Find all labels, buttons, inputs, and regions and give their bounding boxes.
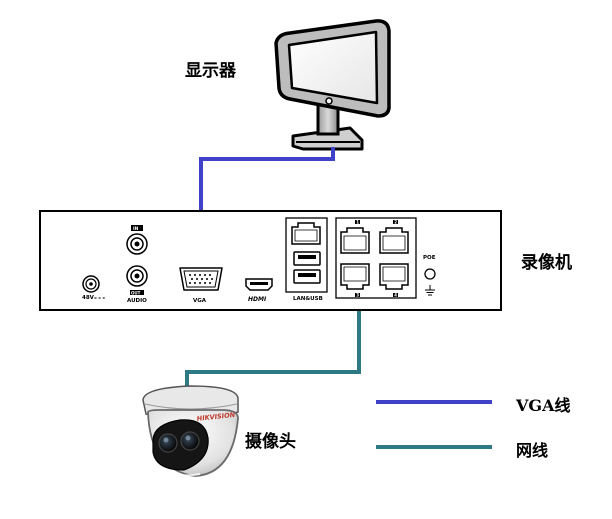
hdmi-port: HDMI xyxy=(245,278,273,303)
poe-ports: 1 2 3 4 xyxy=(335,217,417,299)
dome-camera-icon: HIKVISION xyxy=(142,385,239,477)
poe-port-1 xyxy=(340,227,370,254)
poe-label: POE xyxy=(423,255,436,261)
audio-out-label: OUT xyxy=(131,290,141,295)
audio-in-label: IN xyxy=(133,226,139,232)
poe-port-4 xyxy=(379,263,409,290)
lan-port xyxy=(291,222,321,245)
recorder-label: 录像机 xyxy=(521,253,572,273)
monitor-stand-base xyxy=(291,126,364,151)
poe-port-3-number: 3 xyxy=(356,293,359,298)
poe-port-1-number: 1 xyxy=(356,220,359,225)
usb-port-2 xyxy=(293,269,321,284)
vga-label: VGA xyxy=(193,298,207,304)
camera-lens-housing xyxy=(152,419,209,471)
poe-port-3 xyxy=(340,263,370,290)
poe-port-2 xyxy=(379,227,409,254)
usb-port-1 xyxy=(293,251,321,266)
monitor-power-led xyxy=(325,97,333,105)
camera-lens-left xyxy=(158,433,178,453)
lan-usb-ports: LAN&USB xyxy=(285,217,328,302)
legend-network-label: 网线 xyxy=(516,441,549,460)
monitor-screen xyxy=(287,30,379,105)
camera-lens-right xyxy=(180,431,200,451)
monitor-icon xyxy=(274,19,391,151)
legend-vga-label: VGA线 xyxy=(516,396,571,415)
audio-in-jack: IN xyxy=(126,225,148,255)
power-label: 48V xyxy=(82,295,95,301)
audio-out-jack: OUT AUDIO xyxy=(126,265,148,304)
power-jack: 48V = = = xyxy=(82,275,105,301)
network-cable xyxy=(185,288,361,388)
ground-icon xyxy=(425,285,435,296)
recorder-body xyxy=(39,210,502,311)
vga-port: VGA xyxy=(179,267,223,304)
poe-port-2-number: 2 xyxy=(394,220,397,225)
audio-label: AUDIO xyxy=(127,298,147,304)
camera-label: 摄像头 xyxy=(245,432,296,452)
svg-text:= = =: = = = xyxy=(94,296,105,300)
hdmi-label: HDMI xyxy=(248,296,267,303)
poe-port-4-number: 4 xyxy=(394,293,397,298)
recorder-rear-panel: 48V = = = IN OUT AUDIO xyxy=(39,210,502,311)
lan-usb-label: LAN&USB xyxy=(293,296,323,302)
poe-indicator xyxy=(424,268,436,280)
monitor-label: 显示器 xyxy=(185,61,236,81)
